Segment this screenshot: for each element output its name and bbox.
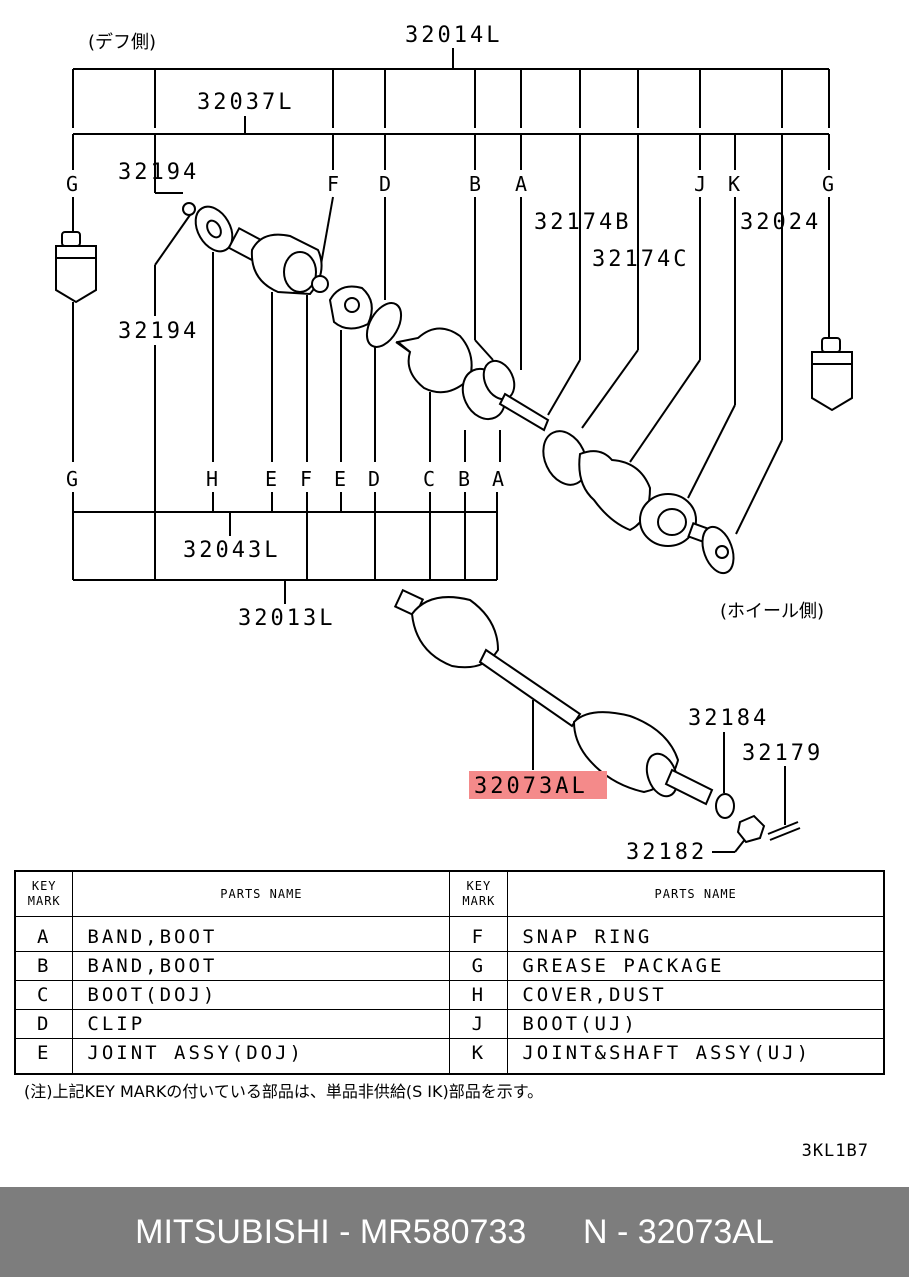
top-mark-d: D xyxy=(379,172,391,196)
key-mark-cell: C xyxy=(14,980,74,1010)
exploded-parts-diagram: (デフ側) (ホイール側) 32014L 32037L 32194 32194 … xyxy=(55,23,853,865)
key-mark-cell: D xyxy=(14,1009,74,1039)
top-mark-g-right: G xyxy=(822,172,834,196)
part-name-cell: BAND,BOOT xyxy=(72,916,451,952)
part-name-cell: SNAP RING xyxy=(507,916,885,952)
bottom-mark-e-1: E xyxy=(265,467,277,491)
key-mark-cell: B xyxy=(14,951,74,981)
footer-reference-number: N - 32073AL xyxy=(582,1212,774,1251)
part-number-32182: 32182 xyxy=(626,840,707,865)
part-name-cell: COVER,DUST xyxy=(507,980,885,1010)
highlight-box xyxy=(469,771,607,799)
footer-banner: MITSUBISHI - MR580733 N - 32073AL xyxy=(0,1187,909,1277)
parts-name-header-left: PARTS NAME xyxy=(72,870,451,917)
bottom-mark-e-2: E xyxy=(334,467,346,491)
bottom-mark-c: C xyxy=(423,467,435,491)
diff-side-label: (デフ側) xyxy=(88,32,156,53)
top-key-marks: G F D B A J K G xyxy=(66,172,834,196)
top-mark-a: A xyxy=(515,172,527,196)
table-row: C BOOT(DOJ) H COVER,DUST xyxy=(14,980,885,1010)
part-number-32184: 32184 xyxy=(688,706,769,731)
cap-32194-icon xyxy=(182,202,196,216)
cotter-pin-32179-icon xyxy=(769,827,801,841)
part-number-32043L: 32043L xyxy=(183,538,280,563)
bottom-key-marks: G H E F E D C B A xyxy=(66,467,504,491)
key-mark-cell: F xyxy=(449,916,509,952)
part-number-32179: 32179 xyxy=(742,741,823,766)
part-name-cell: JOINT ASSY(DOJ) xyxy=(72,1038,451,1075)
clip-d-icon xyxy=(365,302,403,348)
footer-spacer xyxy=(526,1213,583,1252)
part-number-32194-top: 32194 xyxy=(118,160,199,185)
part-number-32037L: 32037L xyxy=(197,90,294,115)
bottom-mark-f: F xyxy=(300,467,312,491)
band-j-ring-icon xyxy=(542,430,588,486)
part-name-cell: CLIP xyxy=(72,1009,451,1039)
bottom-mark-h: H xyxy=(206,467,218,491)
figure-code: 3KL1B7 xyxy=(801,1141,869,1161)
part-number-32013L: 32013L xyxy=(238,606,335,631)
bottom-mark-b: B xyxy=(458,467,470,491)
key-mark-cell: J xyxy=(449,1009,509,1039)
part-number-32073AL: 32073AL xyxy=(474,774,588,799)
part-name-cell: BOOT(UJ) xyxy=(507,1009,885,1039)
nut-32182-icon xyxy=(736,814,766,844)
key-mark-cell: G xyxy=(449,951,509,981)
washer-32184-icon xyxy=(715,793,735,819)
part-name-cell: BAND,BOOT xyxy=(72,951,451,981)
boot-doj-icon xyxy=(395,327,473,394)
grease-package-left-icon xyxy=(55,231,97,304)
top-mark-f: F xyxy=(327,172,339,196)
grease-package-right-icon xyxy=(811,337,853,412)
table-row: A BAND,BOOT F SNAP RING xyxy=(14,916,885,952)
key-mark-cell: E xyxy=(14,1038,74,1075)
bottom-mark-a: A xyxy=(492,467,504,491)
part-number-32024: 32024 xyxy=(740,210,821,235)
footer-brand-part-number: MITSUBISHI - MR580733 xyxy=(135,1212,527,1251)
table-row: D CLIP J BOOT(UJ) xyxy=(14,1009,885,1039)
top-mark-b: B xyxy=(469,172,481,196)
parts-name-header-right: PARTS NAME xyxy=(507,870,885,917)
part-name-cell: GREASE PACKAGE xyxy=(507,951,885,981)
top-mark-k: K xyxy=(728,172,740,196)
wheel-side-label: (ホイール側) xyxy=(720,601,824,622)
key-mark-cell: H xyxy=(449,980,509,1010)
part-number-32174B: 32174B xyxy=(534,210,631,235)
key-mark-cell: A xyxy=(14,916,74,952)
part-number-32014L: 32014L xyxy=(405,23,502,48)
part-number-32174C: 32174C xyxy=(592,247,689,272)
footnote: (注)上記KEY MARKの付いている部品は、単品非供給(S IK)部品を示す。 xyxy=(24,1082,544,1101)
shaft-icon xyxy=(498,392,550,432)
part-name-cell: BOOT(DOJ) xyxy=(72,980,451,1010)
table-row: B BAND,BOOT G GREASE PACKAGE xyxy=(14,951,885,981)
key-mark-cell: K xyxy=(449,1038,509,1075)
snap-ring-f-icon xyxy=(311,275,329,293)
top-mark-j: J xyxy=(694,172,706,196)
drive-shaft-assembly-32073AL-icon xyxy=(393,588,801,844)
table-row: E JOINT ASSY(DOJ) K JOINT&SHAFT ASSY(UJ) xyxy=(14,1038,885,1075)
top-mark-g-left: G xyxy=(66,172,78,196)
part-number-32194-bottom: 32194 xyxy=(118,319,199,344)
bottom-mark-d: D xyxy=(368,467,380,491)
part-name-cell: JOINT&SHAFT ASSY(UJ) xyxy=(507,1038,885,1075)
bottom-mark-g: G xyxy=(66,467,78,491)
